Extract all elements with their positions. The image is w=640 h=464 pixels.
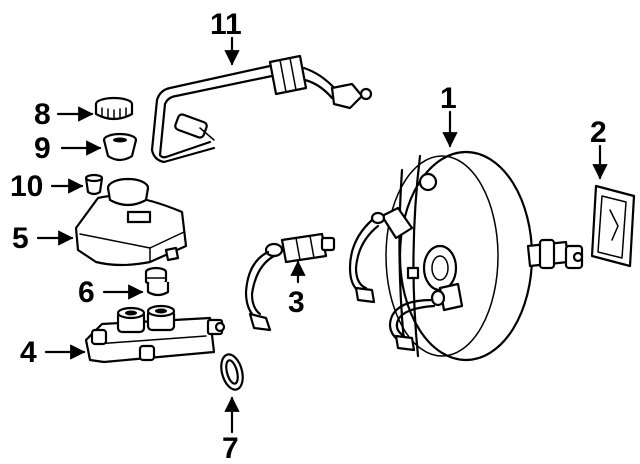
reservoir-plug-part [84,173,104,196]
callout-4: 4 [20,336,37,369]
o-ring-seal-part [220,353,244,391]
booster-gasket-part [590,184,636,268]
callout-10: 10 [10,170,43,203]
callout-2: 2 [590,116,607,149]
reservoir-grommet-part [144,266,170,297]
callout-1: 1 [440,82,457,115]
reservoir-cap-part [94,96,134,121]
vacuum-hose-part [150,54,373,164]
fluid-reservoir-part [74,177,188,267]
callout-6: 6 [78,276,95,309]
callout-3: 3 [288,286,305,319]
callout-7: 7 [222,432,239,464]
callout-8: 8 [34,98,51,131]
master-cylinder-part [84,304,226,364]
vacuum-sensor-part [244,232,336,332]
callout-arrows [36,36,608,434]
callout-5: 5 [12,222,29,255]
callout-11: 11 [210,8,242,41]
callout-9: 9 [34,132,51,165]
brake-booster-part [348,150,584,362]
reservoir-seal-part [102,132,138,162]
